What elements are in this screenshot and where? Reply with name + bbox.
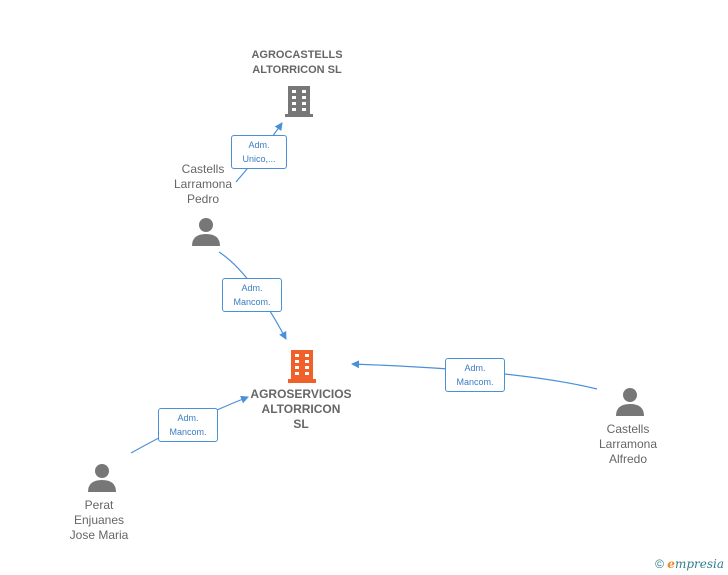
company-agroservicios-label[interactable]: AGROSERVICIOS ALTORRICON SL: [250, 387, 352, 431]
main-company-building-icon[interactable]: [285, 348, 319, 384]
relation-perat-agroservicios[interactable]: Adm. Mancom.: [158, 408, 218, 442]
brand-logo: empresia: [667, 557, 724, 571]
building-icon[interactable]: [282, 84, 316, 118]
person-icon[interactable]: [190, 216, 222, 248]
relation-pedro-agroservicios[interactable]: Adm. Mancom.: [222, 278, 282, 312]
person-alfredo-label[interactable]: Castells Larramona Alfredo: [598, 422, 658, 466]
company-agrocastells-label[interactable]: AGROCASTELLS ALTORRICON SL: [251, 49, 343, 76]
person-icon[interactable]: [86, 462, 118, 494]
relation-alfredo-agroservicios[interactable]: Adm. Mancom.: [445, 358, 505, 392]
relation-pedro-agrocastells[interactable]: Adm. Unico,...: [231, 135, 287, 169]
copyright-symbol: ©: [655, 557, 664, 571]
person-icon[interactable]: [614, 386, 646, 418]
footer-brand: © empresia: [655, 557, 724, 571]
person-perat-label[interactable]: Perat Enjuanes Jose Maria: [69, 498, 129, 542]
person-pedro-label[interactable]: Castells Larramona Pedro: [173, 162, 233, 206]
